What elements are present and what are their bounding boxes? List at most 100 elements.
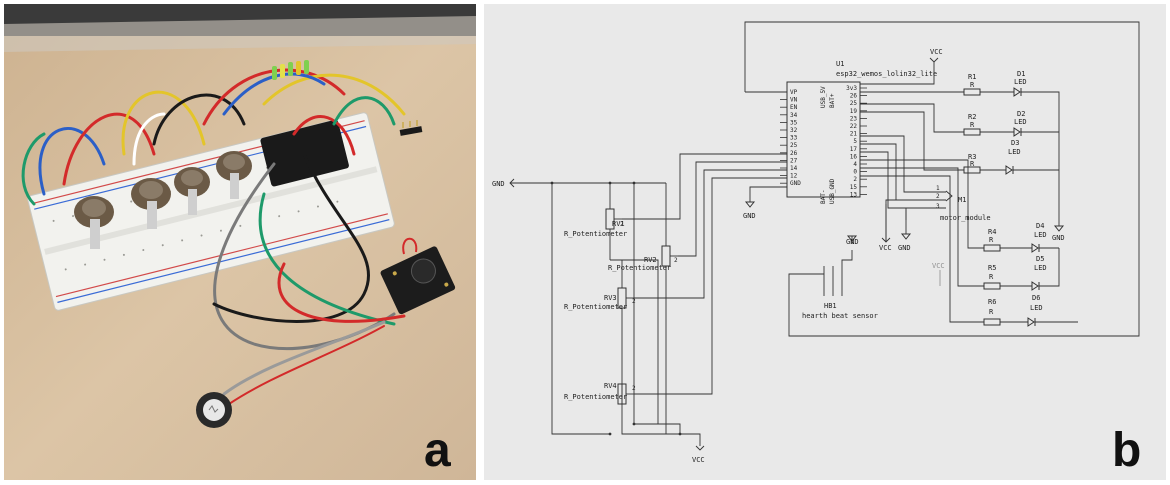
mcu-left-pin-7: 33 [790,135,798,142]
pot-rv1: RV1 R_Potentiometer 2 [564,153,787,260]
potentiometer-4 [216,151,252,199]
red-wire-loop [402,237,418,255]
mcu-right-pin-6: 22 [850,123,858,130]
jumper-wires [21,68,406,206]
schematic-background [484,4,1166,480]
d2-ref: D2 [1017,110,1025,118]
mcu-left-pin-13: GND [790,180,801,187]
header-pins [399,120,423,136]
r5-ref: R5 [988,264,996,272]
potentiometers [74,151,252,249]
mcu-right-pin-11: 4 [853,161,857,168]
schematic-frame [744,21,1140,337]
mcu-left-pin-3: EN [790,104,798,111]
d6-ref: D6 [1032,294,1040,302]
d5-ref: D5 [1036,255,1044,263]
gnd-left-label: GND [492,180,505,188]
gnd-motor-label: GND [898,244,911,252]
mcu-left-pin-12: 12 [790,173,798,180]
hb1-value: hearth beat sensor [802,312,878,320]
d4-value: LED [1034,231,1047,239]
mcu-right-pin-7: 21 [850,131,858,138]
mcu-left-pin-6: 32 [790,127,798,134]
r6-ref: R6 [988,298,996,306]
r4-ref: R4 [988,228,996,236]
mcu-left-pin-10: 27 [790,157,798,164]
mcu-right-pin-3: 25 [850,100,858,107]
r2-ref: R2 [968,113,976,121]
d5-value: LED [1034,264,1047,272]
leds [272,60,309,80]
hb1-ref: HB1 [824,302,837,310]
top-led-section: R1 R D1 LED R2 R D2 LED R3 R [860,70,1065,242]
mcu-bottom-pin-1: BAT- [820,190,827,204]
r1-ref: R1 [968,73,976,81]
rv3-ref: RV3 [604,294,617,302]
mcu-top-pin-1: USB_5V [820,86,827,108]
gnd-mcu-label: GND [743,212,756,220]
gnd-right-label: GND [1052,234,1065,242]
m1-pin-3: 3 [936,203,940,210]
gnd-hb-label: GND [846,238,859,246]
r3-ref: R3 [968,153,976,161]
rv1-ref: RV1 [612,220,625,228]
photo-panel-a: a [4,4,476,480]
potentiometer-2 [131,178,171,229]
pot-section: RV1 R_Potentiometer 2 RV2 R_Potentiomete… [564,153,787,464]
panel-letter-a: a [424,424,451,477]
mcu-right-pin-10: 16 [850,153,858,160]
esp32-module: U1 esp32_wemos_lolin32_lite VPVNEN343532… [780,60,937,204]
mcu-right-pin-9: 17 [850,146,858,153]
bottom-led-section: R4 R D4 LED R5 R D5 LED R6 R [860,159,1078,327]
m1-pin-1: 1 [936,185,940,192]
mcu-left-pin-8: 25 [790,142,798,149]
rv4-value: R_Potentiometer [564,393,627,401]
led-row-6: R6 R D6 LED [860,175,1078,327]
led-row-5: R5 R D5 LED [860,167,1060,291]
motor-module [380,246,456,315]
panel-letter-b: b [1112,424,1141,477]
led-row-1: R1 R D1 LED [860,70,1060,226]
m1-pin-2: 2 [936,193,940,200]
mcu-right-pin-2: 26 [850,93,858,100]
vcc-bottom-label: VCC [692,456,705,464]
r4-value: R [989,236,994,244]
gnd-mcu: GND [743,186,787,220]
d2-value: LED [1014,118,1027,126]
d6-value: LED [1030,304,1043,312]
vcc-top-label: VCC [930,48,943,56]
schematic-panel-b: U1 esp32_wemos_lolin32_lite VPVNEN343532… [484,4,1166,480]
mcu-ref: U1 [836,60,844,68]
d1-value: LED [1014,78,1027,86]
mcu-right-pin-1: 3v3 [846,85,857,92]
led-row-3: R3 R D3 LED [860,111,1059,175]
mcu-value: esp32_wemos_lolin32_lite [836,70,937,78]
m1-ref: M1 [958,196,966,204]
gnd-left: GND [492,178,666,435]
rv2-value: R_Potentiometer [608,264,671,272]
mcu-left-pin-11: 14 [790,165,798,172]
m1-value: motor_module [940,214,991,222]
mcu-right-pin-12: 0 [853,169,857,176]
r1-value: R [970,81,975,89]
heartbeat-sensor [196,392,232,428]
mcu-left-pin-4: 34 [790,112,798,119]
rv1-pin: 2 [620,221,624,228]
led-row-4: R4 R D4 LED [860,159,1059,253]
vcc-faded: VCC [932,262,945,286]
rv1-value: R_Potentiometer [564,230,627,238]
mcu-left-pin-5: 35 [790,119,798,126]
vcc-gnd-motor: VCC GND [879,204,912,252]
r2-value: R [970,121,975,129]
potentiometer-1 [74,196,114,249]
d1-ref: D1 [1017,70,1025,78]
d4-ref: D4 [1036,222,1044,230]
d3-value: LED [1008,148,1021,156]
r3-value: R [970,160,975,168]
mcu-left-pin-1: VP [790,89,798,96]
r5-value: R [989,273,994,281]
mcu-top-pin-2: BAT+ [829,93,836,108]
mcu-left-pin-9: 26 [790,150,798,157]
